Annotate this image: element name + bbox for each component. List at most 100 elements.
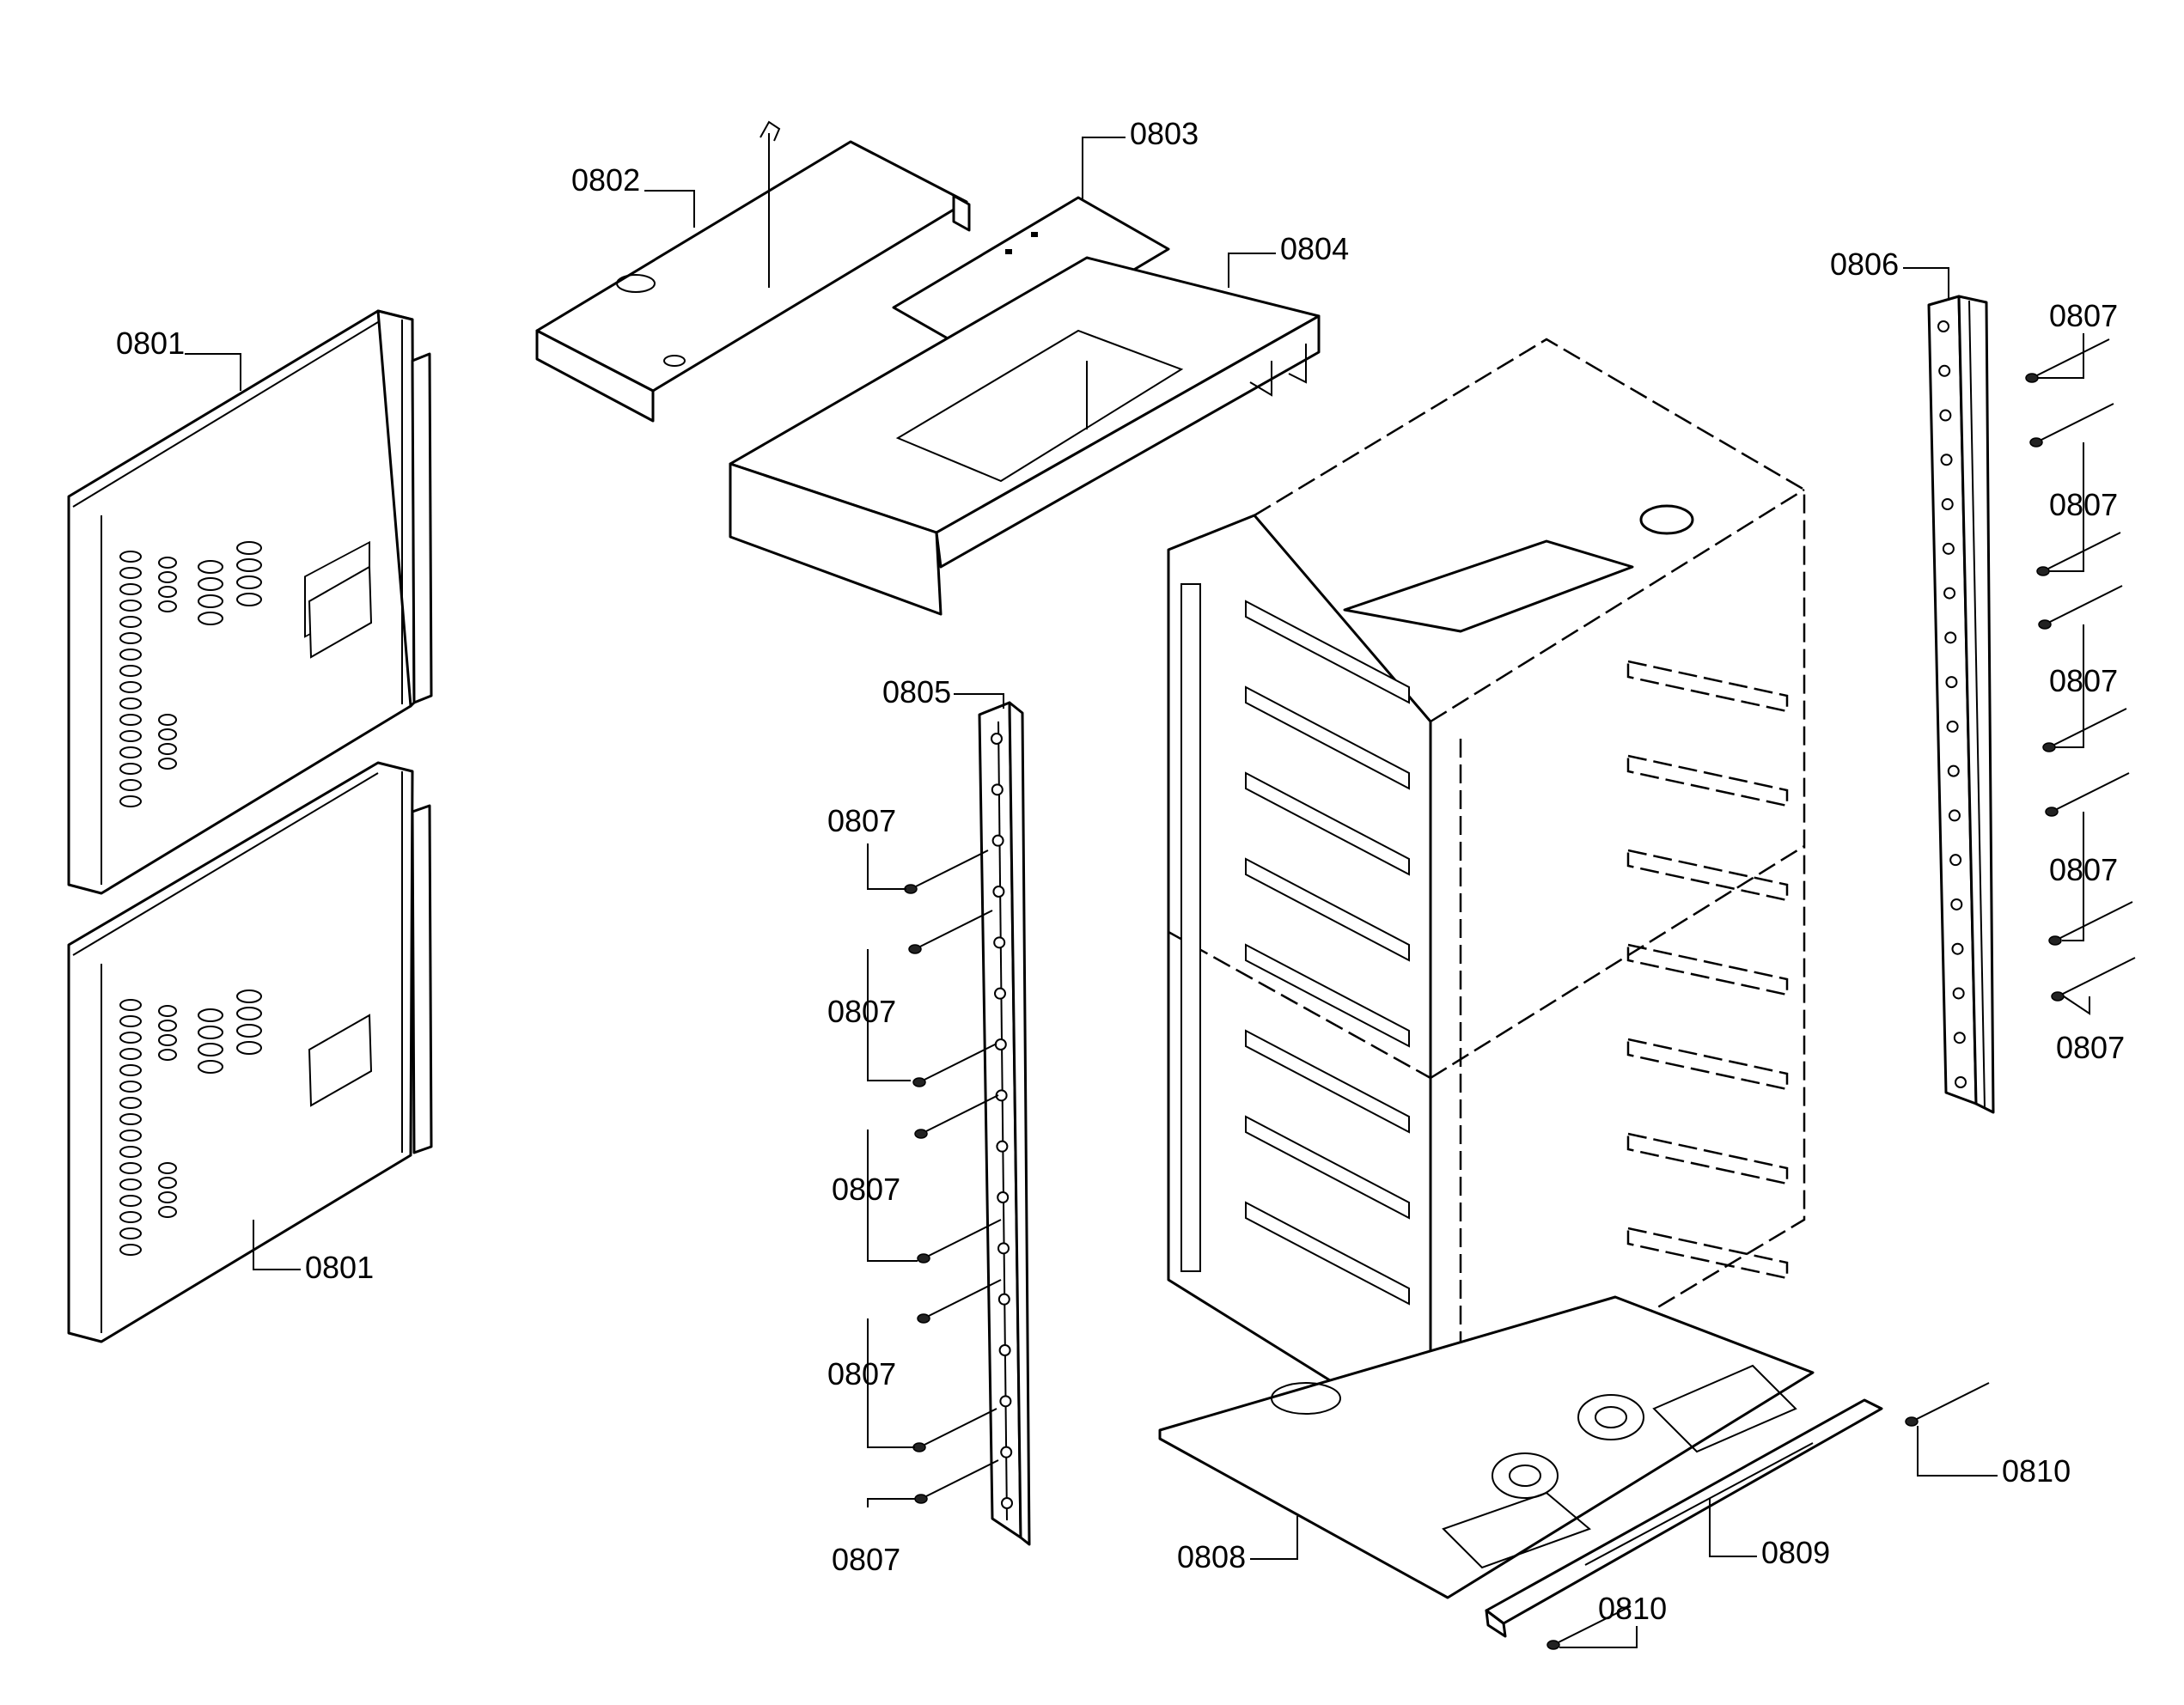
callout-left-rail: 0805: [882, 674, 951, 709]
rail-hole: [1952, 987, 1965, 1000]
leader-line-screw-left-2: [867, 949, 911, 1081]
vent-slot: [158, 1191, 177, 1203]
screw-axis: [915, 849, 989, 887]
rail-hole: [991, 783, 1004, 796]
rail-hole: [1955, 1076, 1967, 1088]
screw-axis: [2041, 403, 2114, 441]
bottom-panel: [1158, 1295, 1815, 1599]
vent-slot: [158, 728, 177, 740]
vent-slot: [119, 795, 142, 807]
rail-hole: [1947, 764, 1960, 777]
vent-slot: [119, 583, 142, 595]
screw-axis: [924, 1043, 997, 1081]
shelf-guide: [1245, 1201, 1410, 1306]
vent-slot: [158, 743, 177, 755]
leader-line-screw-left-4: [867, 1318, 915, 1448]
vent-slot: [158, 1206, 177, 1218]
vent-slot: [119, 1064, 142, 1076]
vent-slot: [198, 1026, 223, 1039]
callout-screw-left-4: 0807: [827, 1356, 896, 1391]
vent-slot: [119, 1048, 142, 1060]
rail-hole: [994, 987, 1006, 1000]
screw-icon: [914, 1494, 928, 1504]
vent-slot: [119, 1081, 142, 1093]
callout-side-panel-top: 0801: [116, 326, 185, 361]
leader-line-bottom-panel: [1250, 1516, 1298, 1560]
rail-hole: [1939, 409, 1952, 422]
leader-line-front-trim: [1709, 1499, 1757, 1557]
rail-hole: [1945, 676, 1958, 689]
top-frame: [729, 256, 1321, 616]
screw-icon: [2038, 619, 2052, 630]
screw-axis: [925, 1094, 999, 1132]
access-panel: [308, 1014, 373, 1107]
vent-slot: [119, 1097, 142, 1109]
callout-screw-right-4: 0807: [2049, 852, 2118, 887]
callout-side-panel-bottom: 0801: [305, 1250, 374, 1285]
rail-hole: [991, 834, 1004, 847]
oven-cavity-frame: [1167, 338, 1806, 1445]
vent-slot: [198, 1043, 223, 1056]
vent-slot: [119, 779, 142, 791]
screw-axis: [928, 1219, 1002, 1257]
shelf-guide: [1626, 660, 1789, 713]
vent-slot: [119, 681, 142, 693]
vent-slot: [119, 1130, 142, 1142]
callout-top-cover: 0802: [571, 162, 640, 198]
shelf-guide: [1245, 685, 1410, 790]
shelf-guide: [1245, 1029, 1410, 1134]
vent-slot: [119, 697, 142, 709]
screw-icon: [1546, 1640, 1560, 1650]
left-rail: [978, 701, 1031, 1546]
leader-line-screw-right-4: [2062, 812, 2084, 941]
callout-front-trim: 0809: [1761, 1535, 1830, 1570]
leader-line-top-plate: [1082, 137, 1126, 199]
rail-hole: [993, 936, 1006, 949]
rail-hole: [991, 733, 1003, 745]
vent-slot: [119, 746, 142, 758]
rail-hole: [1000, 1446, 1013, 1458]
screw-axis: [2036, 338, 2110, 376]
leader-line-top-frame: [1228, 253, 1276, 288]
leader-line-screw-right-3: [2055, 624, 2084, 748]
shelf-guide: [1626, 849, 1789, 902]
shelf-guide: [1245, 1115, 1410, 1220]
rail-hole: [1946, 720, 1959, 733]
leader-line-trim-screw-bottom: [1559, 1626, 1638, 1648]
vent-slot: [236, 558, 262, 572]
top-cover: [535, 120, 971, 423]
vent-slot: [198, 1008, 223, 1022]
callout-screw-left-1: 0807: [827, 803, 896, 838]
screw-axis: [1558, 1605, 1632, 1643]
callout-top-plate: 0803: [1130, 116, 1199, 151]
vent-slot: [119, 763, 142, 775]
screw-axis: [2059, 901, 2133, 939]
callout-screw-right-1: 0807: [2049, 298, 2118, 333]
shelf-guide: [1626, 1227, 1789, 1280]
vent-slot: [236, 990, 262, 1003]
shelf-guide: [1626, 1038, 1789, 1091]
vent-slot: [119, 1244, 142, 1256]
screw-axis: [928, 1279, 1002, 1317]
vent-slot: [236, 1041, 262, 1055]
screw-axis: [924, 1408, 997, 1446]
shelf-guide: [1245, 600, 1410, 704]
screw-axis: [2053, 708, 2127, 746]
vent-slot: [158, 557, 177, 569]
screw-axis: [2056, 772, 2130, 810]
screw-axis: [1916, 1382, 1990, 1420]
vent-slot: [158, 758, 177, 770]
leader-line-top-cover: [644, 190, 695, 228]
vent-slot: [236, 593, 262, 606]
rail-hole: [1953, 1032, 1966, 1044]
rail-hole: [997, 1293, 1010, 1306]
vent-slot: [119, 730, 142, 742]
front-trim: [1485, 1398, 1883, 1638]
vent-slot: [119, 567, 142, 579]
vent-slot: [119, 1113, 142, 1125]
screw-axis: [925, 1459, 999, 1497]
rail-hole: [1937, 320, 1949, 332]
vent-slot: [119, 616, 142, 628]
shelf-guide: [1626, 943, 1789, 996]
